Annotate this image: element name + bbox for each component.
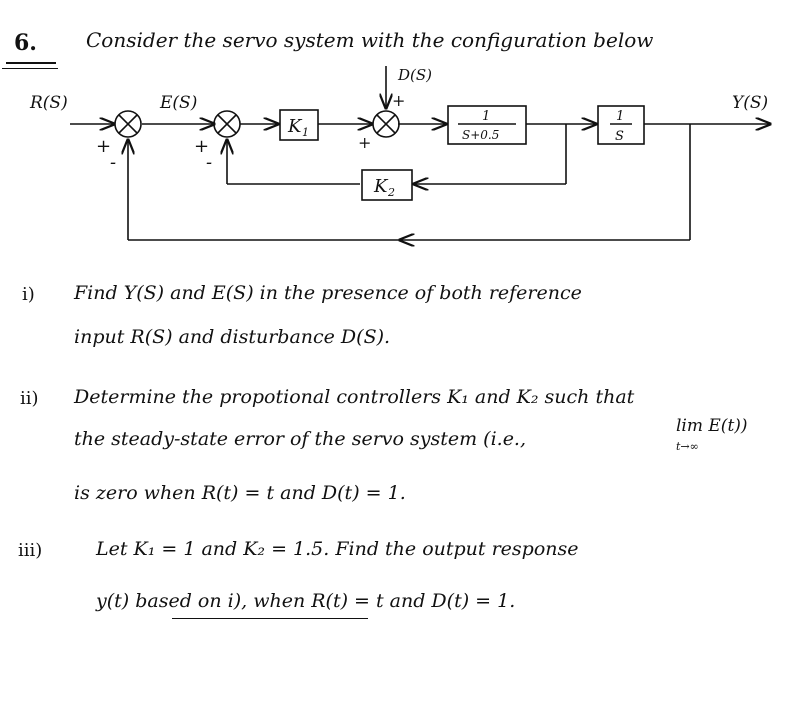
part-i-line-2: input R(S) and disturbance D(S). — [74, 326, 391, 348]
sign-sum2-left: + — [194, 136, 209, 157]
sign-sum3-top: + — [392, 91, 405, 110]
part-ii-line-2: the steady-state error of the servo syst… — [74, 428, 527, 450]
question-number-underline — [6, 62, 56, 64]
integrator-numerator: 1 — [616, 109, 624, 124]
part-iii-line-1: Let K₁ = 1 and K₂ = 1.5. Find the output… — [96, 538, 579, 560]
summing-junction-3 — [372, 110, 400, 138]
k2-block — [361, 169, 413, 201]
sign-sum1-left: + — [96, 136, 111, 157]
label-error: E(S) — [159, 93, 197, 113]
question-number: 6. — [14, 30, 37, 56]
plant-block — [447, 105, 527, 145]
part-ii-line-1: Determine the propotional controllers K₁… — [74, 386, 635, 408]
k1-label: K — [287, 116, 303, 137]
label-disturbance: D(S) — [397, 66, 432, 84]
part-iii-underline — [172, 618, 368, 619]
part-iii-line-2: y(t) based on i), when R(t) = t and D(t)… — [96, 590, 516, 612]
part-ii-line-3: is zero when R(t) = t and D(t) = 1. — [74, 482, 406, 504]
plant-denominator: S+0.5 — [462, 128, 499, 142]
label-output: Y(S) — [732, 93, 768, 113]
sign-sum1-bottom: - — [110, 152, 116, 173]
summing-junction-2 — [213, 110, 241, 138]
limit-expression: lim E(t)) — [676, 416, 748, 436]
question-intro: Consider the servo system with the confi… — [86, 28, 654, 52]
k2-subscript: 2 — [387, 186, 395, 199]
limit-subscript: t→∞ — [676, 440, 699, 453]
summing-junction-1 — [114, 110, 142, 138]
k1-subscript: 1 — [302, 126, 309, 139]
part-ii-label: ii) — [20, 388, 39, 409]
part-i-label: i) — [22, 284, 35, 305]
integrator-block — [597, 105, 645, 145]
sign-sum2-bottom: - — [206, 152, 212, 173]
label-reference: R(S) — [29, 93, 68, 113]
sign-sum3-left: + — [358, 133, 371, 152]
part-i-line-1: Find Y(S) and E(S) in the presence of bo… — [74, 282, 582, 304]
part-iii-label: iii) — [18, 540, 43, 561]
block-diagram: R(S) E(S) D(S) Y(S) + - + - + + K 1 1 S+… — [29, 66, 804, 270]
question-number-underline-2 — [2, 68, 58, 69]
k1-block — [279, 109, 319, 141]
k2-label: K — [373, 176, 389, 197]
plant-numerator: 1 — [482, 109, 490, 124]
integrator-denominator: S — [615, 129, 624, 144]
